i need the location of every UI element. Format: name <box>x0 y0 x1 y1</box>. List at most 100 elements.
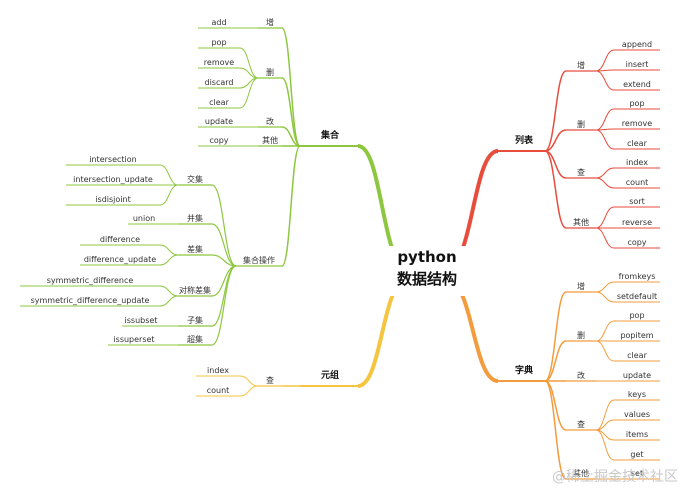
set-mod-group-label[interactable]: 改 <box>266 116 274 126</box>
set-inter-group-label[interactable]: 交集 <box>187 174 203 184</box>
list-query-leaf-count[interactable]: count <box>626 178 649 187</box>
set-sym-leaf-link <box>159 295 179 307</box>
dict-query-leaf-link <box>595 399 615 431</box>
set-del-leaf-pop[interactable]: pop <box>211 38 226 47</box>
set-inter-leaf-isdisjoint[interactable]: isdisjoint <box>95 195 130 204</box>
set-del-leaf-remove[interactable]: remove <box>204 58 234 67</box>
list-other-leaf-link <box>595 206 615 229</box>
set-del-leaf-discard[interactable]: discard <box>205 78 234 87</box>
list-add-leaf-insert[interactable]: insert <box>626 60 649 69</box>
list-del-leaf-remove[interactable]: remove <box>622 119 652 128</box>
dict-del-link <box>544 340 567 382</box>
dict-del-leaf-link <box>595 340 615 362</box>
set-subset-leaf-issubset[interactable]: issubset <box>125 316 158 325</box>
dict-other-leaf-set[interactable]: set <box>631 469 643 478</box>
set-add-leaf-add[interactable]: add <box>211 18 226 27</box>
set-diff-leaf-link <box>159 244 179 256</box>
tuple-branch-label[interactable]: 元组 <box>321 369 339 381</box>
dict-query-group-label[interactable]: 查 <box>577 419 585 429</box>
dict-del-leaf-pop[interactable]: pop <box>629 311 644 320</box>
tuple-query-leaf-index[interactable]: index <box>207 366 229 375</box>
dict-mod-group-label[interactable]: 改 <box>577 370 585 380</box>
set-del-link <box>281 77 301 147</box>
set-union-group-label[interactable]: 并集 <box>187 213 203 223</box>
set-add-group-label[interactable]: 增 <box>266 17 274 27</box>
list-query-group-label[interactable]: 查 <box>577 167 585 177</box>
set-inter-leaf-intersection-update[interactable]: intersection_update <box>73 175 153 184</box>
dict-del-leaf-popitem[interactable]: popitem <box>620 331 653 340</box>
tuple-query-group-label[interactable]: 查 <box>266 375 274 385</box>
set-superset-leaf-issuperset[interactable]: issuperset <box>113 335 154 344</box>
root-node[interactable]: python 数据结构 <box>381 246 473 296</box>
list-add-group-label[interactable]: 增 <box>577 60 585 70</box>
dict-query-leaf-values[interactable]: values <box>624 410 650 419</box>
list-del-leaf-clear[interactable]: clear <box>627 139 647 148</box>
list-other-leaf-copy[interactable]: copy <box>627 238 646 247</box>
set-sym-group-label[interactable]: 对称差集 <box>179 285 211 295</box>
set-del-leaf-link <box>239 67 259 79</box>
list-other-leaf-sort[interactable]: sort <box>629 197 645 206</box>
set-del-group-label[interactable]: 删 <box>266 67 274 77</box>
set-ops-link <box>281 145 301 267</box>
dict-del-leaf-link <box>595 320 615 342</box>
list-add-leaf-extend[interactable]: extend <box>623 80 651 89</box>
set-ops-group-label[interactable]: 集合操作 <box>243 255 275 265</box>
set-del-leaf-clear[interactable]: clear <box>209 98 229 107</box>
set-superset-group-label[interactable]: 超集 <box>187 334 203 344</box>
dict-branch-label[interactable]: 字典 <box>515 364 533 376</box>
dict-add-group-label[interactable]: 增 <box>577 281 585 291</box>
set-diff-leaf-difference[interactable]: difference <box>100 235 140 244</box>
list-other-group-label[interactable]: 其他 <box>573 217 589 227</box>
set-sym-link <box>211 265 237 297</box>
list-del-leaf-link <box>595 129 615 150</box>
set-other-leaf-copy[interactable]: copy <box>209 136 228 145</box>
dict-query-link <box>544 380 567 431</box>
set-subset-group-label[interactable]: 子集 <box>187 315 203 325</box>
dict-query-leaf-get[interactable]: get <box>630 450 643 459</box>
set-inter-leaf-intersection[interactable]: intersection <box>89 155 136 164</box>
dict-del-leaf-clear[interactable]: clear <box>627 351 647 360</box>
dict-other-group-label[interactable]: 其他 <box>573 468 589 478</box>
list-branch-label[interactable]: 列表 <box>515 134 534 146</box>
list-query-leaf-index[interactable]: index <box>626 158 648 167</box>
dict-add-leaf-link <box>595 291 615 303</box>
dict-add-leaf-setdefault[interactable]: setdefault <box>617 292 657 301</box>
set-inter-leaf-link <box>159 184 179 206</box>
set-union-link <box>211 223 237 267</box>
tuple-query-leaf-link <box>239 385 259 397</box>
watermark: @稀土掘金技术社区 <box>552 469 678 485</box>
list-other-leaf-link <box>595 227 615 249</box>
dict-mod-leaf-update[interactable]: update <box>623 371 651 380</box>
set-superset-link <box>211 265 237 346</box>
set-inter-leaf-link <box>159 164 179 186</box>
list-add-leaf-append[interactable]: append <box>622 40 652 49</box>
dict-query-leaf-keys[interactable]: keys <box>628 390 646 399</box>
set-diff-leaf-difference-update[interactable]: difference_update <box>84 255 156 264</box>
set-del-leaf-link <box>239 77 259 109</box>
set-diff-group-label[interactable]: 差集 <box>187 244 203 254</box>
dict-del-group-label[interactable]: 删 <box>577 330 585 340</box>
dict-main-link <box>447 279 499 383</box>
dict-add-leaf-fromkeys[interactable]: fromkeys <box>619 272 656 281</box>
dict-add-leaf-link <box>595 281 615 293</box>
list-del-leaf-pop[interactable]: pop <box>629 99 644 108</box>
set-del-leaf-link <box>239 47 259 79</box>
set-inter-link <box>211 184 237 267</box>
set-branch-label[interactable]: 集合 <box>320 129 340 141</box>
dict-add-link <box>544 291 567 382</box>
dict-query-leaf-link <box>595 419 615 431</box>
set-sym-leaf-symmetric-difference-update[interactable]: symmetric_difference_update <box>31 296 150 305</box>
set-union-leaf-union[interactable]: union <box>133 214 155 223</box>
set-other-group-label[interactable]: 其他 <box>262 135 278 145</box>
root-title: python <box>397 248 457 266</box>
tuple-query-leaf-count[interactable]: count <box>207 386 230 395</box>
set-mod-leaf-update[interactable]: update <box>205 117 233 126</box>
list-query-leaf-link <box>595 167 615 179</box>
list-del-group-label[interactable]: 删 <box>577 119 585 129</box>
set-diff-link <box>211 254 237 267</box>
dict-other-link <box>544 380 567 480</box>
set-sym-leaf-symmetric-difference[interactable]: symmetric_difference <box>47 276 134 285</box>
dict-query-leaf-items[interactable]: items <box>626 430 648 439</box>
list-other-leaf-reverse[interactable]: reverse <box>622 218 652 227</box>
